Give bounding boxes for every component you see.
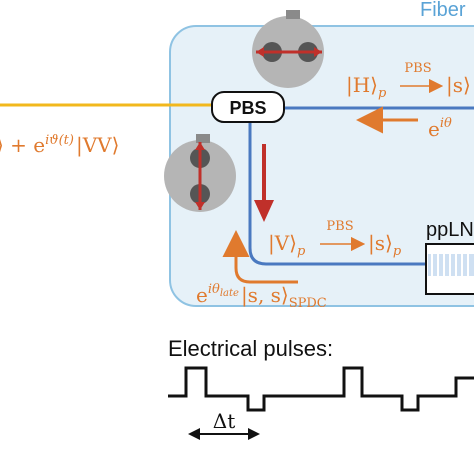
double-arrow-icon <box>256 47 322 57</box>
pbs-label: PBS <box>229 98 266 118</box>
h-path-result: |s⟩ <box>446 73 471 98</box>
input-state-text: ⟩ + eiϑ(t)|VV⟩ <box>0 133 119 158</box>
down-arrow-icon <box>254 144 274 222</box>
spdc-label: eiθlate|s, s⟩SPDC <box>196 282 327 311</box>
h-path-equation: |H⟩p <box>346 73 387 101</box>
h-path-arrow-label: PBS <box>404 61 431 76</box>
fiber-loop-left <box>248 122 474 266</box>
v-path-arrow-label: PBS <box>326 219 353 234</box>
pulse-train <box>168 366 474 412</box>
double-arrow-icon <box>195 142 205 210</box>
curved-arrow-icon <box>222 230 298 284</box>
delta-t-label: Δt <box>213 409 235 433</box>
electrical-pulses-label: Electrical pulses: <box>168 336 333 361</box>
pbs-box <box>211 91 285 123</box>
phase-top: eiθ <box>428 116 452 141</box>
v-path-equation: |V⟩p <box>268 231 306 259</box>
v-path-result: |s⟩p <box>368 231 402 259</box>
ppln-label: ppLN <box>426 219 474 241</box>
fiber-title: Fiber <box>420 0 466 21</box>
ppln-crystal <box>425 243 474 295</box>
